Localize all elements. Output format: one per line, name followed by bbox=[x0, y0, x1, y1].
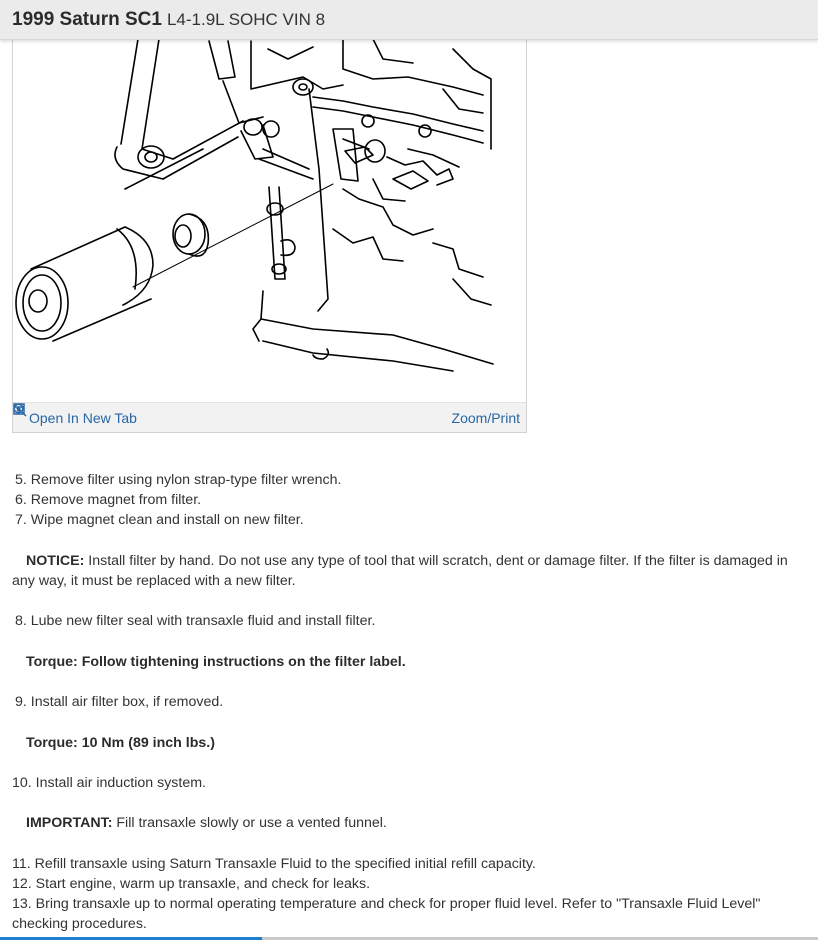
step-5: 5. Remove filter using nylon strap-type … bbox=[15, 472, 342, 488]
open-in-new-tab-link[interactable]: Open In New Tab bbox=[13, 403, 137, 426]
step-9: 9. Install air filter box, if removed. bbox=[15, 694, 224, 711]
important-block: IMPORTANT: Fill transaxle slowly or use … bbox=[12, 813, 802, 833]
figure-toolbar: Open In New Tab Zoom/Print bbox=[13, 402, 526, 432]
notice-text: Install filter by hand. Do not use any t… bbox=[12, 552, 788, 589]
notice-block: NOTICE: Install filter by hand. Do not u… bbox=[12, 551, 802, 591]
step-11: 11. Refill transaxle using Saturn Transa… bbox=[12, 855, 536, 872]
scroll-progress-bar bbox=[0, 937, 818, 940]
procedure-steps: 5. Remove filter using nylon strap-type … bbox=[12, 470, 802, 935]
open-in-new-tab-label: Open In New Tab bbox=[29, 409, 137, 426]
important-label: IMPORTANT: bbox=[26, 815, 113, 832]
important-text: Fill transaxle slowly or use a vented fu… bbox=[112, 815, 387, 832]
figure-card: Open In New Tab Zoom/Print bbox=[12, 28, 527, 433]
engine-subtitle: L4-1.9L SOHC VIN 8 bbox=[166, 9, 326, 29]
torque-spec-filter: Torque: Follow tightening instructions o… bbox=[26, 653, 406, 670]
step-7: 7. Wipe magnet clean and install on new … bbox=[15, 512, 304, 529]
scroll-progress-thumb[interactable] bbox=[0, 937, 262, 940]
notice-label: NOTICE: bbox=[26, 552, 85, 569]
step-13: 13. Bring transaxle up to normal operati… bbox=[12, 896, 761, 933]
vehicle-title: 1999 Saturn SC1 bbox=[12, 8, 162, 30]
step-8: 8. Lube new filter seal with transaxle f… bbox=[15, 613, 376, 630]
step-6: 6. Remove magnet from filter. bbox=[15, 492, 202, 509]
step-12: 12. Start engine, warm up transaxle, and… bbox=[12, 875, 371, 892]
zoom-print-link[interactable]: Zoom/Print bbox=[13, 403, 520, 426]
step-10: 10. Install air induction system. bbox=[12, 774, 206, 791]
transaxle-filter-diagram[interactable] bbox=[13, 29, 527, 404]
torque-spec-airbox: Torque: 10 Nm (89 inch lbs.) bbox=[26, 734, 215, 751]
page-header: 1999 Saturn SC1 L4-1.9L SOHC VIN 8 bbox=[0, 0, 818, 40]
zoom-print-label: Zoom/Print bbox=[451, 409, 520, 426]
